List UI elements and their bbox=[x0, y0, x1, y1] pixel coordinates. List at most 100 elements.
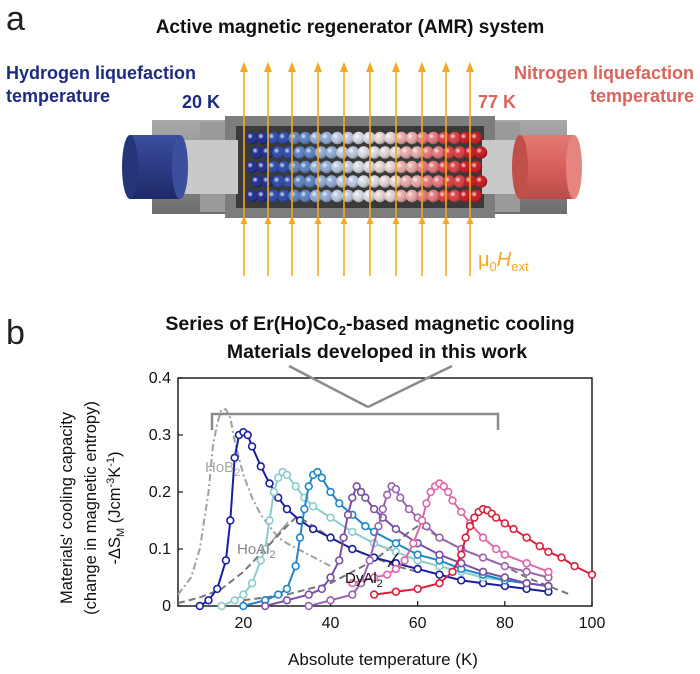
sphere-highlight bbox=[341, 131, 355, 145]
sphere-highlight bbox=[395, 131, 408, 145]
sphere-highlight bbox=[341, 160, 355, 174]
series-point bbox=[522, 567, 531, 576]
series-point bbox=[509, 524, 518, 534]
sphere-highlight bbox=[314, 175, 328, 188]
y-axis-label-line2: (change in magnetic entropy) bbox=[82, 401, 100, 615]
series-point bbox=[326, 573, 335, 582]
series-point bbox=[557, 553, 566, 562]
sphere-highlight bbox=[320, 131, 333, 145]
field-arrow-mid bbox=[392, 216, 400, 224]
sphere-highlight bbox=[320, 189, 333, 203]
series-point bbox=[317, 473, 327, 482]
field-arrow-mid bbox=[340, 216, 348, 224]
field-arrow-mid bbox=[264, 216, 272, 224]
field-arrow-head bbox=[340, 62, 348, 72]
series-point bbox=[522, 559, 531, 568]
sphere-highlight bbox=[299, 131, 312, 145]
series-point bbox=[213, 584, 222, 594]
sphere-highlight bbox=[299, 189, 312, 203]
series-point bbox=[491, 513, 501, 522]
sphere-highlight bbox=[437, 189, 451, 203]
series-point bbox=[265, 516, 274, 525]
sphere-highlight bbox=[346, 146, 360, 159]
sphere-highlight bbox=[384, 131, 397, 145]
series-point bbox=[491, 544, 501, 554]
series-point bbox=[256, 462, 265, 471]
field-arrow-head bbox=[288, 62, 296, 72]
sphere-highlight bbox=[288, 131, 301, 145]
sphere-highlight bbox=[453, 175, 466, 188]
sphere-highlight bbox=[405, 189, 419, 203]
sphere-highlight bbox=[352, 189, 365, 203]
sphere-highlight bbox=[245, 189, 259, 203]
panel-letter-a: a bbox=[6, 0, 25, 38]
sphere-highlight bbox=[277, 160, 291, 174]
series-point bbox=[391, 587, 401, 596]
sphere-highlight bbox=[384, 160, 397, 174]
field-arrow-mid bbox=[240, 216, 248, 224]
series-point bbox=[391, 524, 401, 534]
series-point bbox=[409, 539, 418, 548]
sphere-highlight bbox=[245, 160, 259, 174]
series-point bbox=[544, 567, 553, 576]
y-tick-label: 0.3 bbox=[149, 427, 171, 444]
sphere-highlight bbox=[352, 131, 365, 145]
series-point bbox=[417, 516, 427, 525]
sphere-highlight bbox=[378, 146, 392, 159]
sphere-highlight bbox=[400, 175, 413, 188]
series-point bbox=[457, 507, 466, 517]
sphere-highlight bbox=[245, 131, 259, 145]
series-point bbox=[304, 482, 313, 491]
sphere-highlight bbox=[277, 189, 291, 203]
left-temperature: 20 K bbox=[182, 92, 220, 112]
sphere-highlight bbox=[373, 189, 387, 203]
series-point bbox=[295, 533, 305, 542]
sphere-highlight bbox=[331, 160, 344, 174]
series-point bbox=[361, 493, 370, 502]
series-point bbox=[369, 504, 379, 514]
sphere-highlight bbox=[272, 175, 285, 188]
sphere-highlight bbox=[282, 146, 296, 159]
series-point bbox=[470, 513, 479, 522]
field-label: μ0Hext bbox=[478, 249, 529, 274]
series-point bbox=[391, 539, 401, 548]
series-point bbox=[369, 573, 379, 582]
series-point bbox=[413, 550, 422, 559]
series-point bbox=[369, 590, 379, 599]
sphere-highlight bbox=[448, 131, 461, 145]
sphere-highlight bbox=[325, 146, 338, 159]
series-point bbox=[391, 547, 401, 557]
sphere-highlight bbox=[459, 160, 472, 174]
field-arrow-mid bbox=[366, 216, 374, 224]
x-tick-label: 80 bbox=[496, 615, 514, 632]
series-point bbox=[448, 496, 457, 505]
sphere-highlight bbox=[309, 160, 323, 174]
y-tick-label: 0.1 bbox=[149, 541, 171, 558]
series-point bbox=[217, 601, 226, 611]
series-point bbox=[396, 493, 405, 502]
series-point bbox=[522, 533, 531, 542]
sphere-highlight bbox=[277, 131, 291, 145]
sphere-highlight bbox=[448, 189, 461, 203]
sphere-highlight bbox=[250, 175, 264, 188]
series-point bbox=[382, 570, 392, 579]
series-point bbox=[239, 601, 248, 611]
series-point bbox=[422, 521, 431, 531]
sphere-highlight bbox=[427, 160, 440, 174]
sphere-highlight bbox=[400, 146, 413, 159]
series-point bbox=[269, 487, 279, 497]
series-point bbox=[247, 442, 257, 451]
series-point bbox=[348, 578, 357, 588]
series-point bbox=[247, 578, 257, 588]
series-point bbox=[478, 567, 488, 576]
sphere-highlight bbox=[357, 175, 370, 188]
series-point bbox=[522, 578, 531, 588]
sphere-highlight bbox=[469, 131, 483, 145]
series-point bbox=[274, 473, 283, 482]
sphere-highlight bbox=[336, 146, 349, 159]
series-point bbox=[308, 524, 318, 534]
sphere-highlight bbox=[373, 131, 387, 145]
sphere-highlight bbox=[432, 146, 445, 159]
sphere-highlight bbox=[368, 175, 381, 188]
series-point bbox=[435, 570, 444, 579]
